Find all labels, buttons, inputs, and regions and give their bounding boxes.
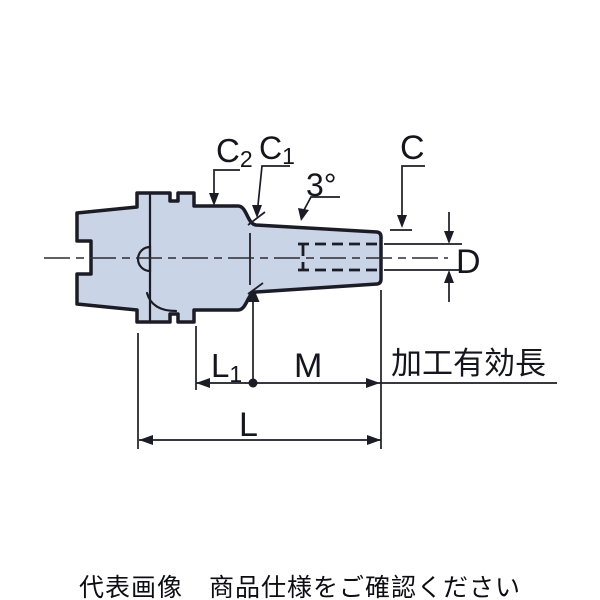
leader-c <box>401 165 425 217</box>
leader-angle <box>303 196 340 211</box>
l1-m-boundary-dot <box>248 378 258 388</box>
flange-groove-arc <box>145 291 178 313</box>
d-arrowhead-top <box>444 231 454 244</box>
leader-c-arrowhead <box>397 215 407 228</box>
caption-text: 代表画像 商品仕様をご確認ください <box>78 574 521 600</box>
leader-c1-top-arrowhead <box>252 205 262 218</box>
label-effective-length: 加工有効長 <box>391 346 546 381</box>
label-taper-angle: 3° <box>306 167 337 203</box>
label-m: M <box>294 347 322 385</box>
leader-angle-arrowhead <box>298 208 309 221</box>
chamfer-tick-bottom <box>247 282 264 295</box>
label-c1: C1 <box>259 130 295 169</box>
l-arrowhead-right <box>367 435 381 445</box>
label-c: C <box>400 129 425 167</box>
bore-hidden-lines <box>298 242 380 272</box>
leader-c2 <box>213 169 240 196</box>
d-arrowhead-bottom <box>444 270 454 283</box>
leader-c1-top <box>257 165 290 206</box>
label-c2: C2 <box>216 132 253 172</box>
l1-arrowhead-left <box>196 378 210 388</box>
chamfer-tick-top <box>247 211 266 226</box>
leader-c1-bottom-arrowhead <box>248 289 260 302</box>
leader-c2-arrowhead <box>209 193 219 206</box>
label-l: L <box>239 406 258 444</box>
drive-notch-semicircle <box>136 245 152 273</box>
label-l1: L1 <box>211 347 242 387</box>
label-d: D <box>456 243 481 281</box>
l-arrowhead-left <box>139 435 153 445</box>
m-arrowhead-right <box>366 378 380 388</box>
